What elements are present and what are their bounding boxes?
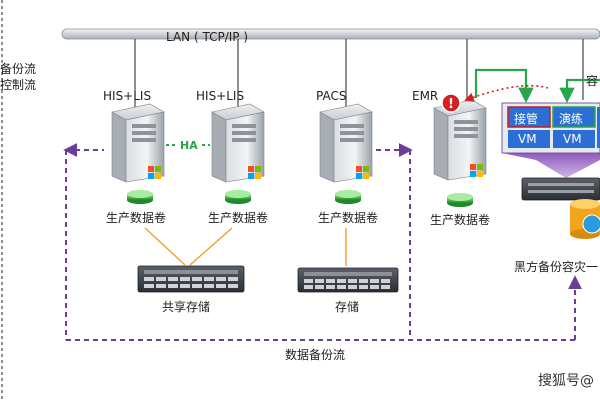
vm-tile (508, 130, 550, 148)
vm-drill-label: 演练 (559, 112, 584, 126)
volume-disk-icon (127, 190, 153, 204)
legend-control-flow: 控制流 (0, 78, 37, 92)
control-flow-arrows (474, 68, 600, 104)
vm-label: VM (563, 132, 582, 146)
pacs-storage-array (297, 267, 399, 293)
backup-appliance (521, 177, 600, 201)
lan-bus (61, 28, 600, 40)
ha-label: HA (180, 139, 198, 152)
lan-drop-lines (134, 39, 584, 110)
backup-flow-path (63, 143, 582, 341)
server-name-his-lis-1: HIS+LIS (103, 89, 152, 103)
volume-label: 生产数据卷 (430, 213, 491, 227)
server-emr (433, 99, 487, 181)
vm-takeover-label: 接管 (514, 112, 539, 126)
windows-logo-icon (248, 166, 261, 179)
storage-links (144, 227, 347, 266)
legend-backup-flow: 备份流 (0, 62, 37, 76)
server-his-lis-2 (211, 103, 265, 183)
vm-label: VM (518, 132, 537, 146)
windows-logo-icon (470, 164, 483, 177)
vm-panel (501, 102, 600, 154)
lan-label: LAN ( TCP/IP ) (166, 30, 248, 44)
shared-storage-array (137, 265, 245, 293)
server-pacs (319, 103, 373, 183)
backup-appliance-label: 黑方备份容灾一 (514, 260, 599, 274)
vm-funnel (502, 153, 600, 178)
volume-label: 生产数据卷 (318, 211, 379, 225)
vm-takeover-tile (507, 106, 551, 128)
shared-storage-label: 共享存储 (162, 300, 211, 314)
server-his-lis-1 (111, 103, 165, 183)
watermark: 搜狐号@ (538, 373, 594, 389)
ha-label-bg (177, 139, 199, 152)
server-name-emr: EMR (412, 89, 439, 103)
failover-arrow (464, 84, 549, 102)
vm-tile (553, 130, 595, 148)
vm-drill-tile (552, 106, 596, 128)
database-icon (570, 199, 600, 239)
alert-icon (441, 93, 461, 113)
windows-logo-icon (148, 166, 161, 179)
server-name-his-lis-2: HIS+LIS (196, 89, 245, 103)
storage-label: 存储 (335, 300, 360, 314)
volume-disk-icon (447, 193, 473, 207)
server-name-pacs: PACS (316, 89, 347, 103)
volume-label: 生产数据卷 (106, 211, 167, 225)
windows-logo-icon (356, 166, 369, 179)
volume-disk-icon (335, 190, 361, 204)
data-flow-label: 数据备份流 (285, 348, 346, 362)
top-right-label: 容 (586, 74, 599, 88)
volume-disk-icon (225, 190, 251, 204)
alert-symbol: ! (448, 97, 454, 112)
volume-label: 生产数据卷 (208, 211, 269, 225)
